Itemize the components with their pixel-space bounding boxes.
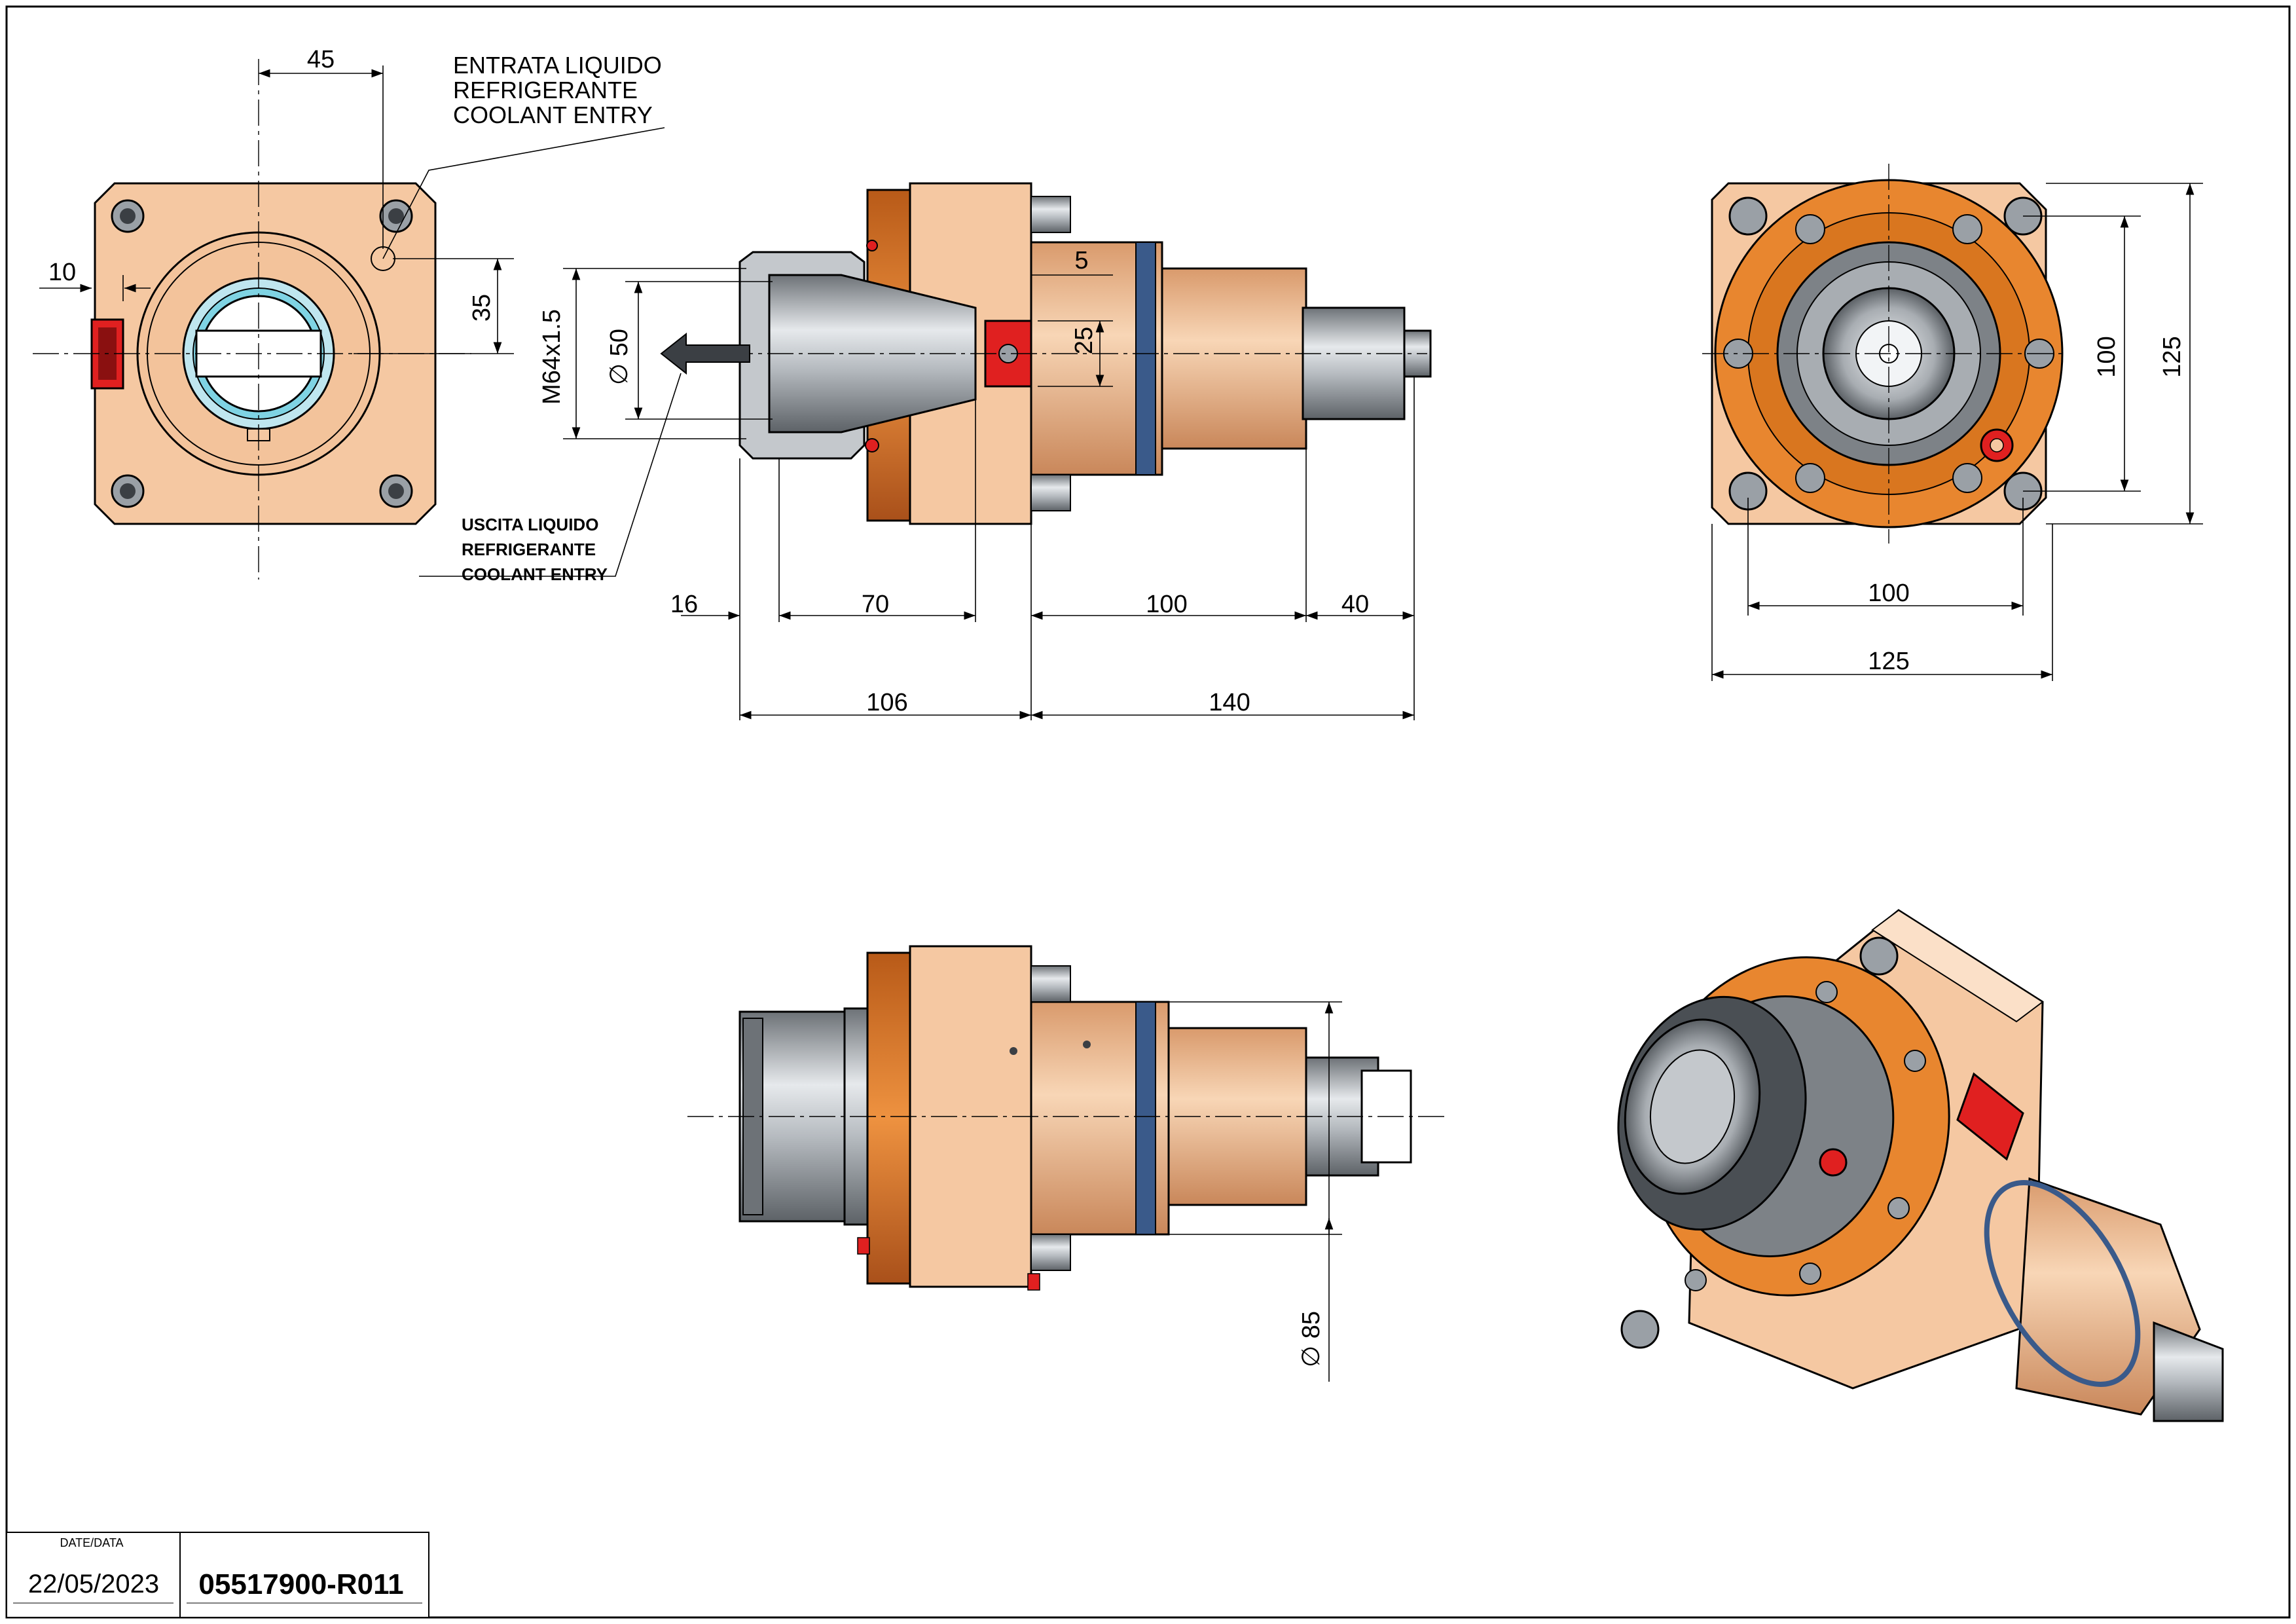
note-coolant-exit-line3: COOLANT ENTRY	[462, 564, 608, 584]
dim-100-side: 100	[1146, 591, 1187, 618]
rear-view	[1702, 164, 2203, 681]
dim-106: 106	[866, 689, 907, 716]
dim-rear-h-125: 125	[2159, 336, 2186, 377]
isometric-view	[1617, 909, 2224, 1422]
dim-140: 140	[1209, 689, 1250, 716]
dim-16: 16	[670, 591, 698, 618]
title-date-label: DATE/DATA	[60, 1536, 123, 1549]
side-exterior-view	[687, 945, 1447, 1382]
title-drawing-code: 05517900-R011	[198, 1568, 403, 1600]
dim-dia-50: ∅ 50	[606, 329, 633, 385]
sheet-border	[5, 5, 2291, 1619]
dim-10: 10	[48, 259, 76, 286]
title-date: 22/05/2023	[28, 1570, 159, 1598]
dim-35: 35	[468, 294, 496, 322]
dim-5: 5	[1074, 247, 1088, 274]
note-coolant-exit-line2: REFRIGERANTE	[462, 540, 596, 559]
socket-screw-icon	[1620, 936, 1926, 1349]
dim-rear-h-100: 100	[2093, 336, 2121, 377]
coolant-flow-arrow-icon	[660, 332, 750, 375]
dim-45: 45	[307, 46, 335, 73]
front-view	[33, 59, 665, 580]
title-block	[6, 1532, 429, 1618]
note-coolant-entry-line3: COOLANT ENTRY	[453, 101, 653, 128]
mounting-bolt-icon	[111, 199, 413, 508]
dim-rear-w-100: 100	[1868, 580, 1909, 607]
note-coolant-entry-line2: REFRIGERANTE	[453, 77, 638, 103]
dim-thread: M64x1.5	[538, 309, 566, 405]
dim-70: 70	[862, 591, 889, 618]
note-coolant-exit-line1: USCITA LIQUIDO	[462, 515, 598, 534]
dim-40: 40	[1341, 591, 1369, 618]
dim-dia-85: ∅ 85	[1298, 1311, 1325, 1367]
dim-25: 25	[1070, 327, 1098, 354]
side-section-view	[419, 182, 1432, 720]
note-coolant-entry-line1: ENTRATA LIQUIDO	[453, 52, 662, 79]
dim-rear-w-125: 125	[1868, 648, 1909, 675]
